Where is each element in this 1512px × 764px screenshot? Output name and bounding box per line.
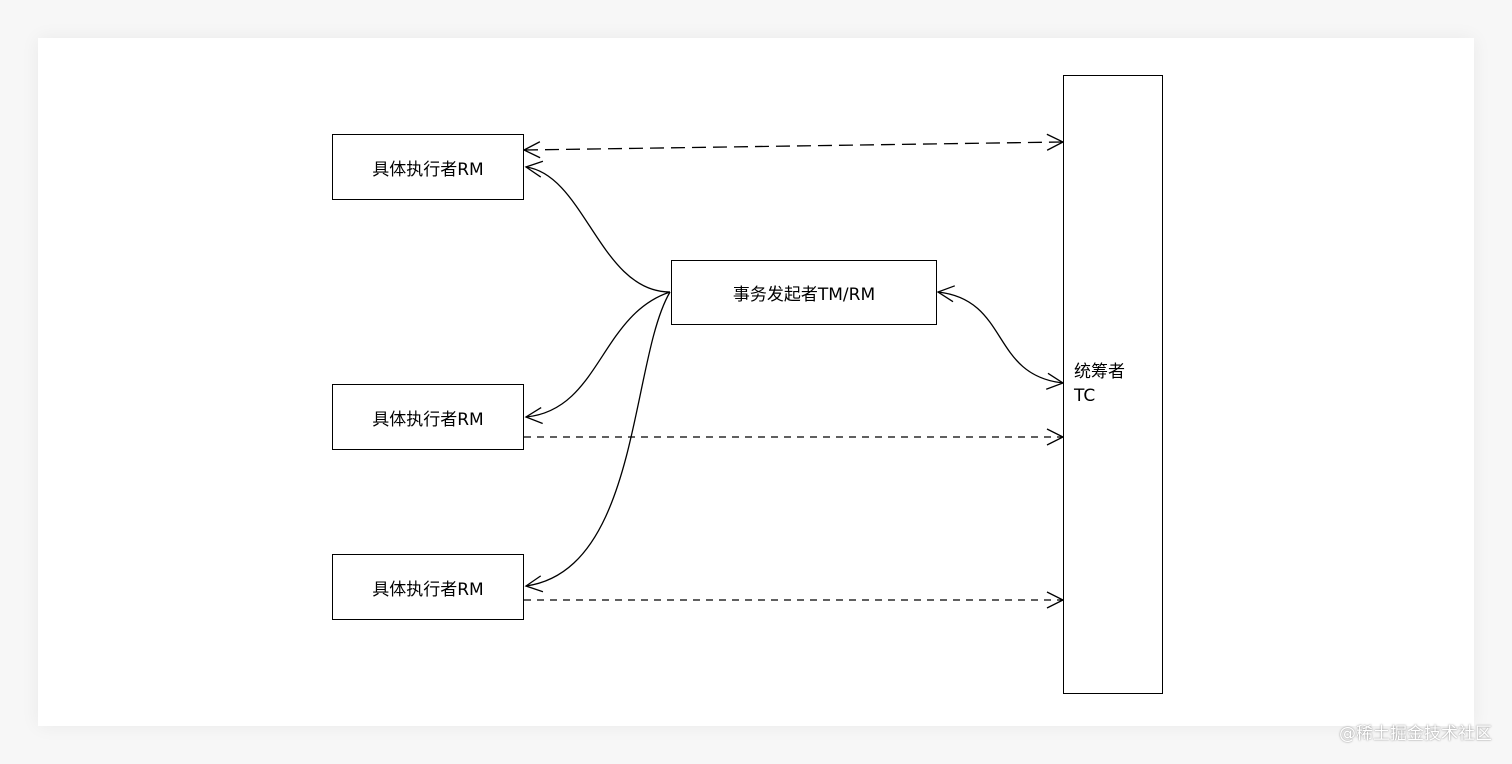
dashed-link-rm-top-to-tc (522, 133, 1065, 159)
watermark: @稀土掘金技术社区 (1339, 724, 1492, 744)
rm-box-middle: 具体执行者RM (332, 384, 524, 450)
tc-label-line2: TC (1074, 386, 1096, 406)
tc-label-line1: 统筹者 (1074, 362, 1125, 382)
rm-box-top-label: 具体执行者RM (372, 159, 484, 180)
curve-tm-to-rm-mid (524, 291, 671, 425)
rm-box-bottom-label: 具体执行者RM (372, 579, 484, 600)
rm-box-middle-label: 具体执行者RM (372, 409, 484, 430)
tm-box-label: 事务发起者TM/RM (732, 285, 876, 305)
curve-tm-to-rm-top (524, 160, 671, 293)
rm-box-top: 具体执行者RM (332, 134, 524, 200)
tc-box (1063, 75, 1163, 694)
tc-box-label: 统筹者 TC (1074, 360, 1125, 408)
curve-tm-tc-bidirectional (936, 285, 1065, 390)
curve-tm-to-rm-bot (524, 291, 671, 593)
tm-box: 事务发起者TM/RM (671, 260, 937, 325)
rm-box-bottom: 具体执行者RM (332, 554, 524, 620)
